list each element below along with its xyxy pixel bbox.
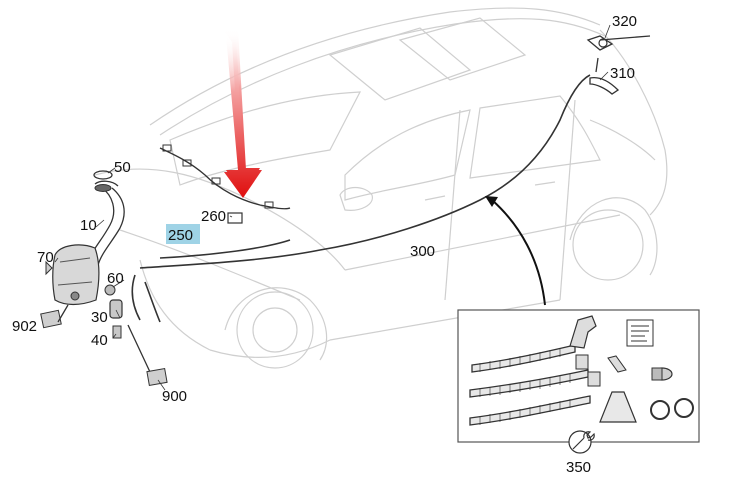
callout-30: 30 xyxy=(91,309,108,326)
callout-320: 320 xyxy=(612,13,637,30)
part-300-rear-washer-hose xyxy=(131,74,591,323)
callout-260: 260 xyxy=(201,208,226,225)
callout-70: 70 xyxy=(37,249,54,266)
callout-902: 902 xyxy=(12,318,37,335)
part-50-filler-cap xyxy=(93,170,113,192)
car-outline xyxy=(94,7,668,369)
callout-900: 900 xyxy=(162,388,187,405)
callout-50: 50 xyxy=(114,159,131,176)
part-60-pump-grommet xyxy=(104,284,116,296)
callout-60: 60 xyxy=(107,270,124,287)
part-902-grommet xyxy=(40,304,69,329)
callout-labels: 10 30 40 50 60 70 250 260 300 310 320 35… xyxy=(12,13,637,476)
part-40-level-sensor xyxy=(112,325,122,339)
callout-350: 350 xyxy=(566,459,591,476)
callout-250: 250 xyxy=(168,227,193,244)
part-260-nozzle-hose xyxy=(159,144,291,224)
part-350-repair-kit-box xyxy=(457,309,700,443)
part-30-washer-pump xyxy=(109,299,123,319)
callout-310: 310 xyxy=(610,65,635,82)
leader-lines xyxy=(54,24,611,391)
wrench-icon xyxy=(568,430,595,454)
part-900-connector xyxy=(127,324,168,387)
part-70-washer-reservoir xyxy=(45,244,100,306)
callout-40: 40 xyxy=(91,332,108,349)
part-310-nozzle-seal xyxy=(589,76,620,95)
part-320-rear-nozzle xyxy=(586,35,651,73)
kit-pointer-arrow xyxy=(485,196,546,306)
red-indicator-arrow xyxy=(222,28,262,198)
highlight-250 xyxy=(166,224,200,244)
callout-10: 10 xyxy=(80,217,97,234)
callout-300: 300 xyxy=(410,243,435,260)
